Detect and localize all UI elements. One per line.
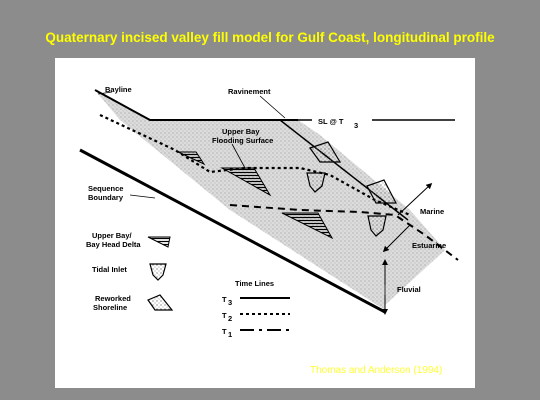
upper-bay-delta-symbol (281, 212, 334, 240)
legend-delta-2: Bay Head Delta (86, 240, 141, 249)
citation: Thomas and Anderson (1994) (310, 365, 443, 376)
ravinement-leader (259, 95, 286, 119)
legend-t2-sub: 2 (228, 314, 232, 323)
upper-bay-delta-symbol (220, 167, 272, 197)
label-sea-level: SL @ T (318, 117, 344, 126)
label-flooding-2: Flooding Surface (212, 136, 273, 145)
legend-delta-1: Upper Bay/ (92, 231, 133, 240)
label-estuarine: Estuarine (412, 241, 446, 250)
legend-reworked-2: Shoreline (93, 303, 127, 312)
slide-title: Quaternary incised valley fill model for… (45, 30, 495, 45)
legend-reworked-1: Reworked (95, 294, 131, 303)
valley-fill-stipple (95, 90, 445, 310)
timeline-t2-upper (99, 114, 411, 217)
tidal-inlet-symbol (367, 215, 387, 237)
label-sea-level-sub: 3 (354, 121, 358, 130)
label-fluvial: Fluvial (397, 285, 421, 294)
label-sequence-1: Sequence (88, 184, 123, 193)
legend-t1-sub: 1 (228, 330, 232, 339)
legend-t3-sub: 3 (228, 298, 232, 307)
estuarine-arrow (382, 224, 411, 253)
legend-t3: T (222, 295, 227, 304)
marine-arrow (397, 182, 433, 216)
label-sequence-2: Boundary (88, 193, 124, 202)
sequence-boundary-leader (129, 194, 156, 199)
bayline-leader (97, 91, 113, 95)
reworked-shoreline-symbol (366, 179, 397, 204)
legend-t1: T (222, 327, 227, 336)
label-flooding-1: Upper Bay (222, 127, 260, 136)
legend-delta-symbol (147, 236, 171, 248)
legend-t2: T (222, 311, 227, 320)
label-ravinement: Ravinement (228, 87, 271, 96)
timeline-t1-lower (229, 204, 459, 261)
upper-profile-line (94, 89, 298, 121)
sequence-boundary-line (79, 148, 386, 314)
label-bayline: Bayline (105, 85, 132, 94)
reworked-shoreline-symbol (309, 141, 342, 163)
legend-tidal-inlet-symbol (149, 263, 167, 281)
upper-bay-delta-symbol (177, 151, 206, 166)
label-marine: Marine (420, 207, 444, 216)
tidal-inlet-symbol (306, 172, 326, 193)
legend-time-lines: Time Lines (235, 279, 274, 288)
flooding-surface-leader (231, 143, 246, 169)
legend-reworked-symbol (147, 294, 174, 311)
legend-tidal-inlet: Tidal Inlet (92, 265, 127, 274)
